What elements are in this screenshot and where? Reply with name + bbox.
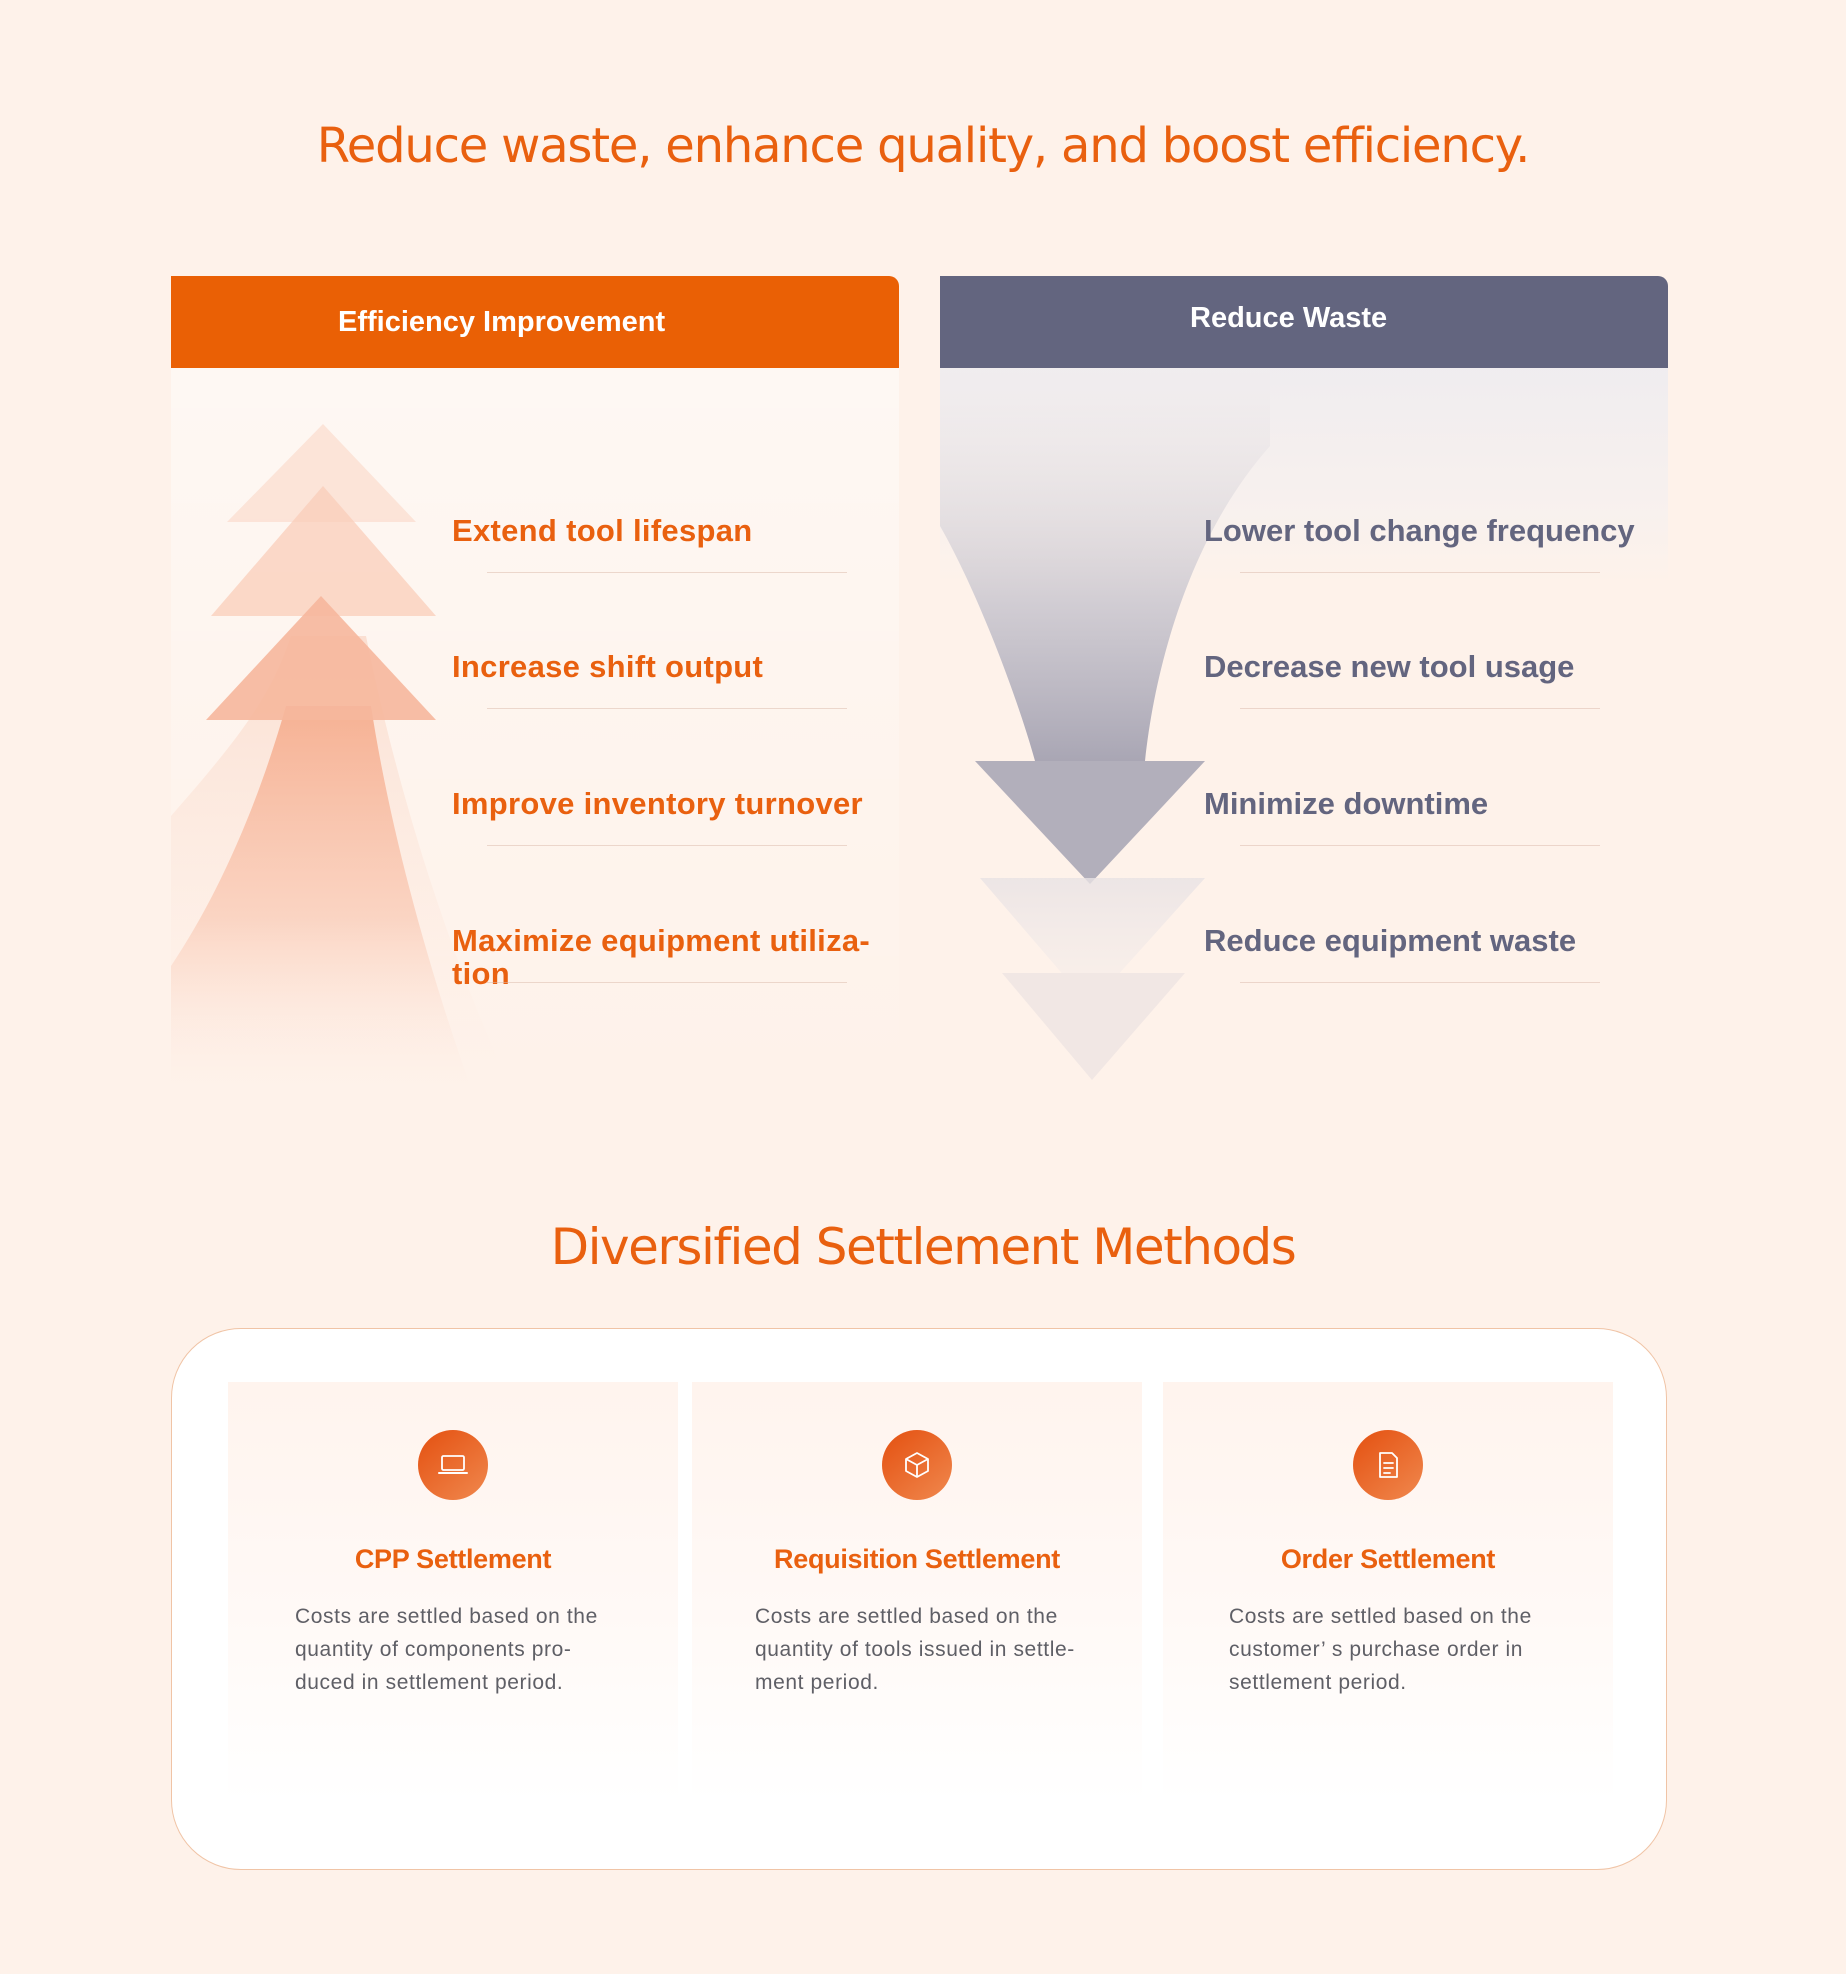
page-title: Reduce waste, enhance quality, and boost… (316, 118, 1531, 174)
efficiency-item-improve-inventory-turnover: Improve inventory turnover (452, 786, 863, 821)
waste-panel: Reduce Waste Lower tool change frequency… (940, 276, 1668, 1096)
laptop-icon (418, 1430, 488, 1500)
method-title: Requisition Settlement (774, 1544, 1060, 1574)
settlement-section-title: Diversified Settlement Methods (550, 1218, 1297, 1276)
divider (487, 845, 847, 846)
cube-icon (882, 1430, 952, 1500)
settlement-method-cpp: CPP Settlement Costs are settled based o… (228, 1382, 678, 1802)
method-title: Order Settlement (1280, 1544, 1496, 1574)
falling-arrows-illustration (940, 368, 1270, 1080)
waste-header-label: Reduce Waste (1190, 302, 1388, 334)
efficiency-panel: Efficiency Improvement Extend tool lifes… (171, 276, 899, 1096)
efficiency-item-extend-tool-lifespan: Extend tool lifespan (452, 513, 753, 548)
divider (487, 572, 847, 573)
divider (487, 982, 847, 983)
waste-item-minimize-downtime: Minimize downtime (1204, 786, 1489, 821)
divider (1240, 708, 1600, 709)
efficiency-item-maximize-equipment-utilization: Maximize equipment utiliza- tion (452, 923, 871, 991)
efficiency-header-label: Efficiency Improvement (338, 306, 666, 338)
divider (1240, 845, 1600, 846)
settlement-method-order: Order Settlement Costs are settled based… (1163, 1382, 1613, 1802)
method-description: Costs are settled based on the customer’… (1229, 1605, 1532, 1694)
waste-item-decrease-new-tool-usage: Decrease new tool usage (1204, 649, 1575, 684)
settlement-method-requisition: Requisition Settlement Costs are settled… (692, 1382, 1142, 1802)
waste-item-reduce-equipment-waste: Reduce equipment waste (1204, 923, 1577, 958)
efficiency-item-increase-shift-output: Increase shift output (452, 649, 764, 684)
method-title: CPP Settlement (354, 1544, 552, 1574)
rising-arrows-illustration (171, 424, 511, 1088)
efficiency-panel-header: Efficiency Improvement (171, 276, 899, 368)
waste-item-lower-tool-change-frequency: Lower tool change frequency (1204, 513, 1635, 548)
method-description: Costs are settled based on the quantity … (755, 1605, 1075, 1694)
divider (487, 708, 847, 709)
divider (1240, 572, 1600, 573)
waste-panel-header: Reduce Waste (940, 276, 1668, 368)
document-icon (1353, 1430, 1423, 1500)
method-description: Costs are settled based on the quantity … (295, 1605, 598, 1694)
divider (1240, 982, 1600, 983)
